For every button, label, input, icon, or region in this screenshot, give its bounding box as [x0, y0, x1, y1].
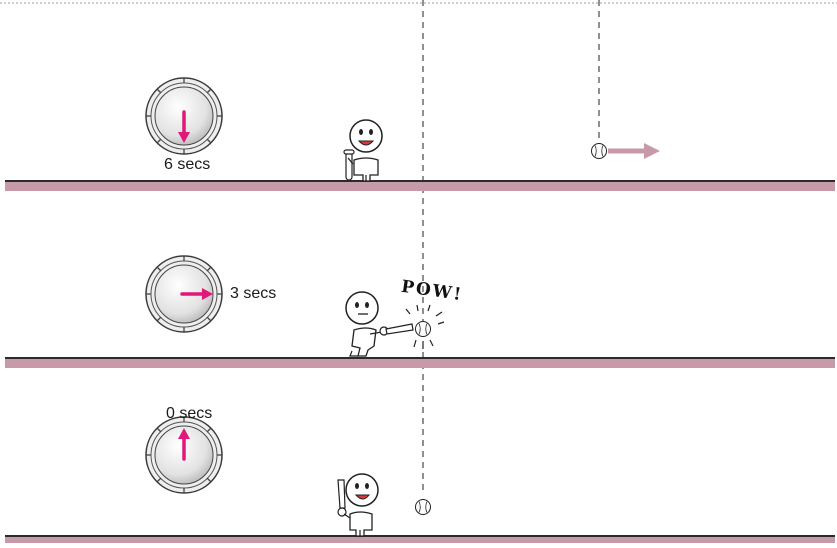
stopwatch-icon-6-secs — [146, 78, 222, 154]
time-label-6-secs: 6 secs — [164, 156, 210, 174]
baseball-hit — [416, 322, 431, 337]
baseball-flying — [592, 144, 607, 159]
stopwatch-icon-0-secs — [146, 417, 222, 493]
time-label-0-secs: 0 secs — [166, 405, 212, 423]
baseball-resting — [416, 500, 431, 515]
character-standing — [344, 120, 382, 181]
time-label-3-secs: 3 secs — [230, 285, 276, 303]
character-batting-ready — [338, 474, 378, 536]
stopwatch-icon-3-secs — [146, 256, 222, 332]
motion-arrow — [608, 143, 660, 159]
ground-bar-bottom — [5, 536, 835, 543]
ground-bar-middle — [5, 358, 835, 368]
character-swinging — [346, 292, 413, 356]
ground-bar-top — [5, 181, 835, 191]
